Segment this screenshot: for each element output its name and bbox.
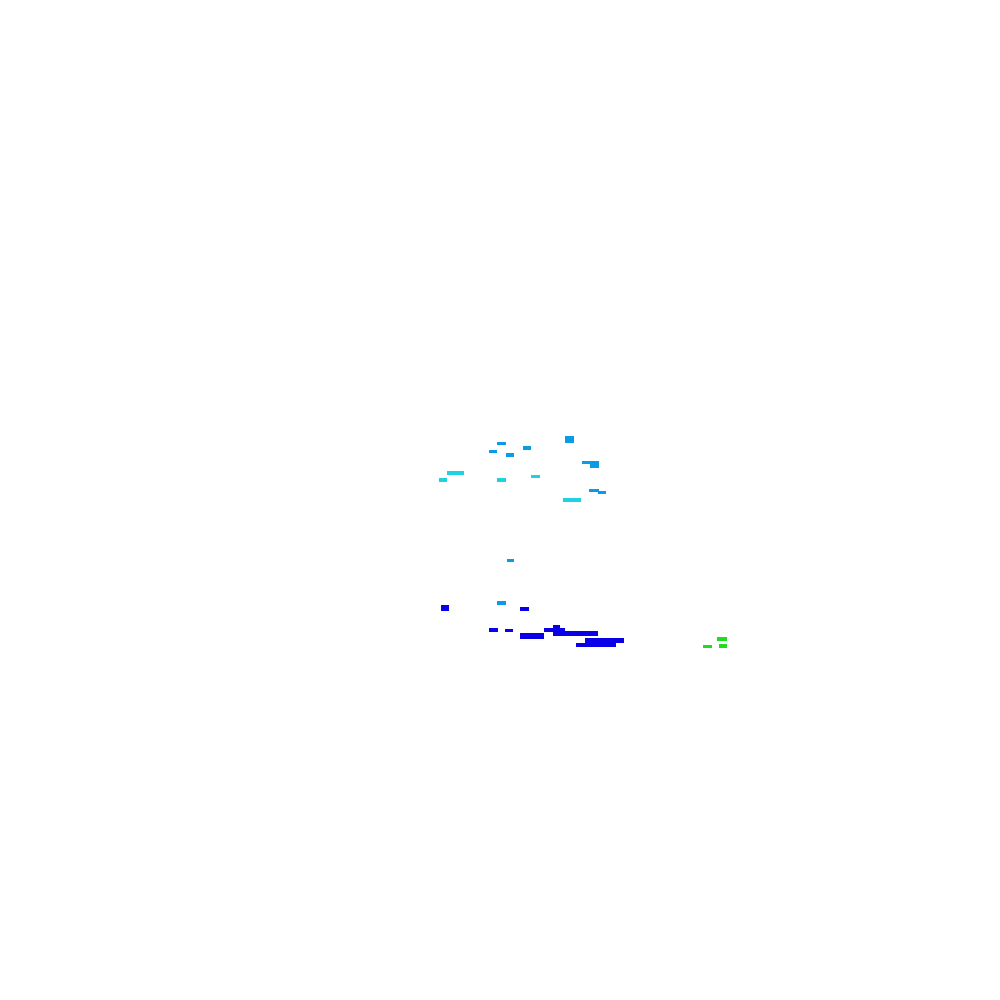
blue-fragment xyxy=(544,628,565,632)
blue-fragment xyxy=(553,625,560,628)
sky-blue-fragment xyxy=(507,559,514,562)
blue-fragment xyxy=(489,628,498,632)
cyan-fragment xyxy=(563,498,581,502)
cyan-fragment xyxy=(447,471,464,475)
green-fragments xyxy=(703,637,727,648)
blue-fragments xyxy=(441,605,624,647)
green-fragment xyxy=(719,644,727,648)
sky-blue-fragments xyxy=(489,436,606,605)
blue-fragment xyxy=(505,629,513,632)
sky-blue-fragment xyxy=(523,446,531,450)
sky-blue-fragment xyxy=(582,461,599,464)
cyan-fragment xyxy=(531,475,540,478)
sky-blue-fragment xyxy=(497,601,506,605)
green-fragment xyxy=(717,637,727,641)
sky-blue-fragment xyxy=(565,436,574,443)
sky-blue-fragment xyxy=(506,453,514,457)
blue-fragment xyxy=(576,643,616,647)
blue-fragment xyxy=(585,638,624,643)
sky-blue-fragment xyxy=(497,442,506,445)
blue-fragment xyxy=(520,607,529,611)
sky-blue-fragment xyxy=(598,491,606,494)
blue-fragment xyxy=(441,605,449,611)
cyan-fragment xyxy=(497,478,506,482)
green-fragment xyxy=(703,645,712,648)
cyan-fragment xyxy=(439,478,447,482)
sky-blue-fragment xyxy=(589,489,599,492)
sky-blue-fragment xyxy=(590,463,599,468)
sky-blue-fragment xyxy=(489,450,497,453)
blue-fragment xyxy=(520,633,544,639)
blue-fragment xyxy=(553,631,598,636)
cyan-fragments xyxy=(439,471,581,502)
